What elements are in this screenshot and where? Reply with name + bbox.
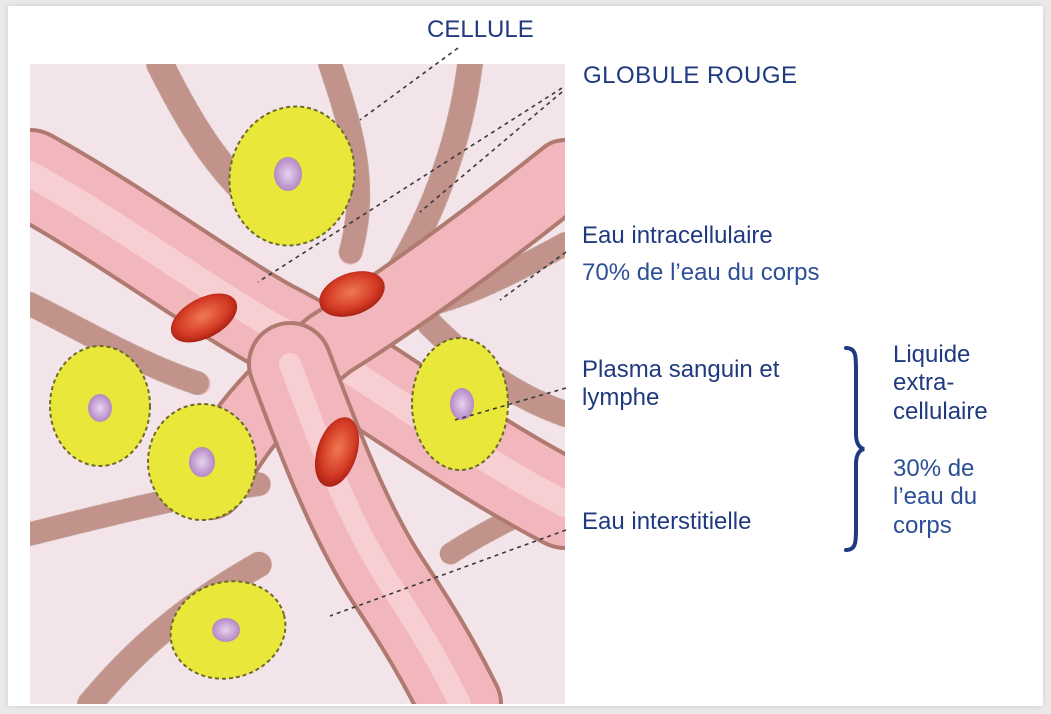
label-eau-intracellulaire-pct: 70% de l’eau du corps <box>582 259 820 287</box>
label-globule-rouge: GLOBULE ROUGE <box>583 62 798 90</box>
cell-illustration <box>30 64 565 704</box>
label-eau-interstitielle: Eau interstitielle <box>582 508 751 536</box>
cell-center-left <box>148 404 256 520</box>
label-cellule: CELLULE <box>427 16 534 44</box>
label-liquide-extracellulaire: Liquide extra-cellulaire <box>893 341 1033 426</box>
label-liquide-extracellulaire-pct: 30% de l’eau du corps <box>893 455 1023 540</box>
cell-right <box>412 338 508 470</box>
curly-brace <box>842 346 866 552</box>
cell-left <box>50 346 150 466</box>
label-plasma: Plasma sanguin et lymphe <box>582 356 852 413</box>
label-eau-intracellulaire: Eau intracellulaire <box>582 222 773 250</box>
